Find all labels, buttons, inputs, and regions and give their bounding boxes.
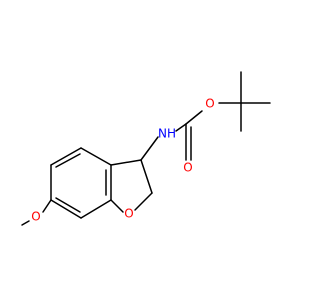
atom-label-methoxy-o: O [31,210,40,224]
bond-ring-o-to-c7a [110,199,124,213]
bond-c6-to-methoxy-o [42,199,52,213]
atom-label-ester-o: O [205,97,214,111]
bond-c2-to-ring-o [134,192,153,211]
benzene-ring [50,147,112,219]
bond-carbonyl-c-to-nh [175,123,187,132]
atom-label-carbonyl-o: O [183,161,192,175]
carbamate-group [140,110,203,161]
bond-c5-c4-inner [55,153,81,168]
atom-label-ring-o: O [124,207,133,221]
methoxy-group [21,199,52,226]
bond-c7a-c7 [80,199,112,219]
bond-nh-to-c3 [140,136,159,161]
bond-c7-c6-inner [55,197,81,213]
tert-butyl-group [218,71,271,132]
bond-methoxy-o-to-methyl [21,220,30,226]
bond-c4-c3a [80,147,112,166]
bond-ester-o-to-carbonyl-c [185,110,203,125]
bond-c5-c4 [50,147,82,166]
molecule-structure: NH O O O O [21,71,271,226]
bond-c3-to-c2 [140,159,153,194]
bond-c7-c6 [50,199,82,219]
atom-label-nh: NH [158,127,176,141]
bond-c3-to-c3a [110,159,142,166]
dihydrofuran-ring [110,159,153,213]
